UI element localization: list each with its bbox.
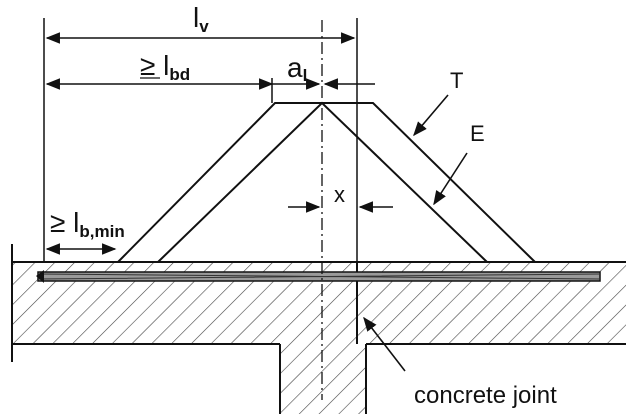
T-leader bbox=[413, 94, 449, 137]
lbmin-label: ≥ lb,min bbox=[50, 207, 125, 241]
shifted-envelope-line-E bbox=[157, 101, 488, 263]
concrete-joint-leader bbox=[363, 316, 406, 372]
al-label: al bbox=[287, 52, 307, 85]
reinforcement-bar bbox=[36, 270, 601, 283]
E-leader bbox=[433, 152, 468, 206]
lbd-label: ≥ lbd bbox=[140, 50, 190, 84]
tensile-force-line-T bbox=[117, 102, 536, 263]
concrete-column bbox=[279, 344, 367, 414]
E-label: E bbox=[470, 121, 485, 146]
concrete-joint-label: concrete joint bbox=[414, 382, 557, 409]
T-label: T bbox=[450, 68, 463, 93]
x-label: x bbox=[334, 182, 345, 207]
lv-label: lv bbox=[193, 2, 209, 36]
